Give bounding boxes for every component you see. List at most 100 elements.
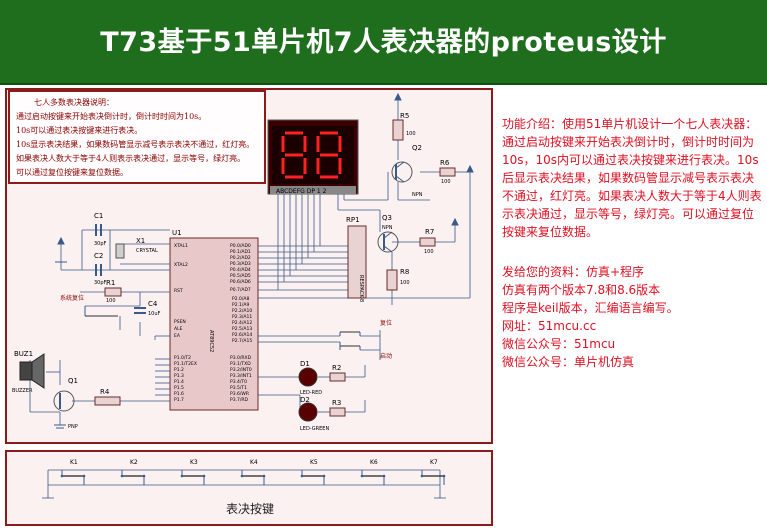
svg-text:D2: D2 [300,396,310,404]
svg-text:P0.2/AD2: P0.2/AD2 [230,255,251,261]
transistor-q1[interactable]: Q1 PNP [53,377,78,430]
svg-text:P3.3/INT1: P3.3/INT1 [230,373,252,379]
ground-icon [54,261,67,429]
svg-text:P1.3: P1.3 [174,373,184,379]
info-panel: 功能介绍：使用51单片机设计一个七人表决器：通过启动按键来开始表决倒计时，倒计时… [502,115,764,371]
reset-switch[interactable]: 系统复位 [60,294,118,317]
svg-text:NPN: NPN [382,225,393,231]
svg-text:P3.7/RD: P3.7/RD [230,397,249,403]
vote-key-5[interactable]: K5 [300,459,326,485]
led-d1-red[interactable]: D1 LED-RED [298,360,322,396]
display-pin-label: ABCDEFG DP 1 2 [276,188,327,195]
resistor-r3[interactable]: R3 [329,399,346,417]
svg-text:Q1: Q1 [68,377,78,385]
svg-text:PNP: PNP [68,424,78,430]
svg-text:P0.3/AD3: P0.3/AD3 [230,261,251,267]
crystal-x1[interactable]: X1 CRYSTAL [115,237,158,259]
resistor-r7[interactable]: R7 100 [419,228,436,255]
capacitor-c2[interactable]: C2 30pF [94,252,107,286]
transistor-q3[interactable]: Q3 NPN [377,214,399,253]
svg-text:P0.4/AD4: P0.4/AD4 [230,267,251,273]
wechat-line: 微信公众号：单片机仿真 [502,355,635,369]
svg-text:XTAL2: XTAL2 [174,262,188,268]
svg-text:Q3: Q3 [382,214,392,222]
svg-text:BUZ1: BUZ1 [14,350,33,358]
buzzer-icon[interactable]: BUZ1 BUZZER [12,350,45,394]
svg-text:P3.2/INT0: P3.2/INT0 [230,367,252,373]
vote-key-6[interactable]: K6 [360,459,386,485]
svg-text:AT89C52: AT89C52 [208,330,214,352]
vote-key-7[interactable]: K7 [420,459,446,485]
header-banner: T73基于51单片机7人表决器的proteus设计 [0,0,767,85]
svg-text:R1: R1 [106,279,115,287]
vote-key-label: K7 [430,459,438,466]
vote-key-label: K2 [130,459,138,466]
svg-text:复位: 复位 [380,319,392,327]
svg-text:100: 100 [400,280,410,286]
svg-text:P0.0/AD0: P0.0/AD0 [230,243,251,249]
resistor-r5[interactable]: R5 100 [392,112,416,141]
svg-text:R6: R6 [440,159,450,167]
svg-text:EA: EA [174,333,181,339]
transistor-q2[interactable]: Q2 NPN [391,144,423,198]
svg-text:RESPACK-8: RESPACK-8 [358,275,364,302]
mcu-u1[interactable]: U1 AT89C52 [169,229,259,411]
svg-text:LED-RED: LED-RED [300,390,322,396]
page-title: T73基于51单片机7人表决器的proteus设计 [100,27,667,58]
svg-text:PSEN: PSEN [174,319,186,325]
svg-text:U1: U1 [172,229,182,237]
svg-text:NPN: NPN [412,192,423,198]
desc-line: 通过启动按键来开始表决倒计时，倒计时时间为10s。 [16,112,207,121]
svg-text:P2.7/A15: P2.7/A15 [232,338,252,344]
svg-text:P3.1/TXD: P3.1/TXD [230,361,251,367]
svg-text:P1.5: P1.5 [174,385,184,391]
resistor-r8[interactable]: R8 100 [386,268,410,291]
led-d2-green[interactable]: D2 LED-GREEN [298,396,329,432]
svg-text:10uF: 10uF [148,311,161,317]
desc-line: 10s显示表决结果，如果数码管显示减号表示表决不通过，红灯亮。 [16,140,255,149]
start-button[interactable]: 启动 [339,342,392,360]
svg-text:R3: R3 [332,399,341,407]
resistor-r4[interactable]: R4 [94,388,121,406]
svg-text:C1: C1 [94,212,103,220]
svg-text:P2.5/A13: P2.5/A13 [232,326,252,332]
seven-segment-display[interactable]: ABCDEFG DP 1 2 [267,119,359,195]
resistor-r6[interactable]: R6 100 [439,159,456,185]
svg-text:P1.0/T2: P1.0/T2 [174,355,191,361]
resistor-r1[interactable]: R1 100 [104,279,122,304]
svg-text:Q2: Q2 [412,144,422,152]
svg-text:100: 100 [106,298,116,304]
svg-text:P2.3/A11: P2.3/A11 [232,314,252,320]
vcc-icon [57,92,474,245]
circuit-schematic: ABCDEFG DP 1 2 [12,92,474,516]
vote-key-label: K4 [250,459,258,466]
vote-key-4[interactable]: K4 [240,459,266,485]
material-line: 程序是keil版本，汇编语言编写。 [502,301,679,315]
svg-text:R5: R5 [400,112,409,120]
svg-text:P3.5/T1: P3.5/T1 [230,385,247,391]
svg-text:RST: RST [174,288,183,294]
wechat-line: 微信公众号：51mcu [502,337,616,351]
svg-text:XTAL1: XTAL1 [174,243,188,249]
capacitor-c4[interactable]: C4 10uF [134,300,161,317]
material-line: 仿真有两个版本7.8和8.6版本 [502,283,661,297]
svg-text:P2.2/A10: P2.2/A10 [232,308,252,314]
vote-key-label: K3 [190,459,198,466]
svg-text:P3.0/RXD: P3.0/RXD [230,355,252,361]
vote-key-3[interactable]: K3 [180,459,206,485]
reset-button[interactable]: 复位 [339,319,392,336]
capacitor-c1[interactable]: C1 30pF [94,212,107,247]
svg-text:LED-GREEN: LED-GREEN [300,426,329,432]
svg-text:D1: D1 [300,360,310,368]
vote-key-1[interactable]: K1 [60,459,86,485]
vote-key-2[interactable]: K2 [120,459,146,485]
svg-text:P0.1/AD1: P0.1/AD1 [230,249,251,255]
material-line: 发给您的资料：仿真+程序 [502,265,645,279]
desc-line: 10s可以通过表决按键来进行表决。 [16,126,143,135]
resistor-r2[interactable]: R2 [329,364,346,382]
resistor-pack-rp1[interactable]: RP1 RESPACK-8 [346,216,367,302]
svg-text:P2.1/A9: P2.1/A9 [232,302,249,308]
svg-text:P3.6/WR: P3.6/WR [230,391,249,397]
svg-text:RP1: RP1 [346,216,360,224]
svg-text:P1.4: P1.4 [174,379,184,385]
